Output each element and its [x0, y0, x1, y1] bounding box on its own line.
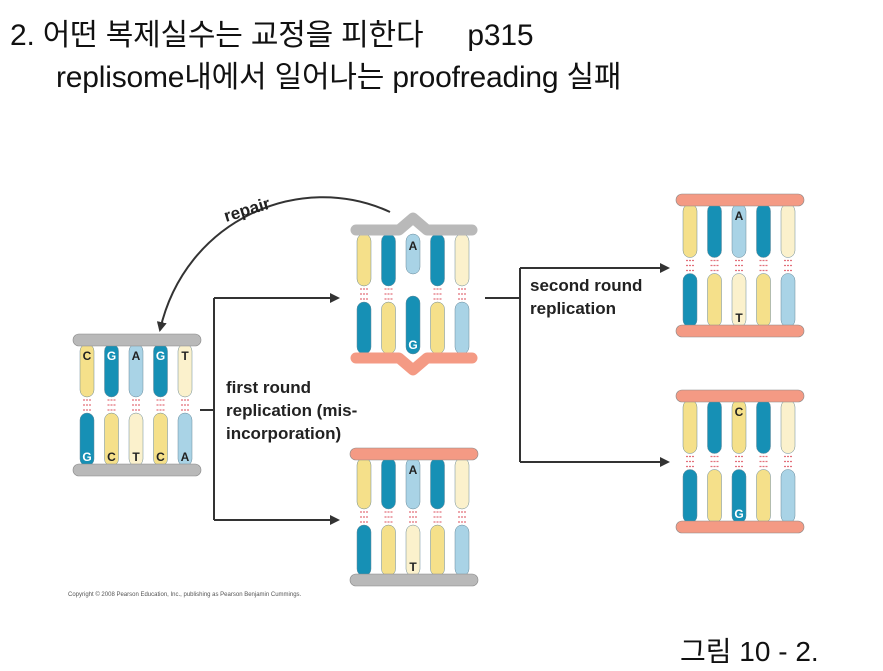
first-round-label-line3: incorporation)	[226, 424, 341, 443]
base-letter-top: T	[181, 349, 189, 363]
base-bottom	[381, 301, 396, 355]
repair-label: repair	[222, 194, 273, 226]
first-round-label: first round replication (mis- incorporat…	[226, 378, 362, 443]
first-round-label-line1: first round	[226, 378, 311, 397]
base-top	[707, 203, 722, 258]
base-top	[780, 203, 796, 258]
base-bottom	[454, 524, 470, 577]
backbone-top	[675, 193, 805, 207]
second-round-bracket	[485, 267, 668, 463]
base-letter-bottom: G	[734, 507, 743, 521]
dna-mutant-g-copy: CG	[682, 399, 796, 524]
second-round-label-line1: second round	[530, 276, 642, 295]
base-letter-top: A	[409, 239, 418, 253]
base-bottom	[430, 301, 445, 355]
base-letter-bottom: C	[107, 450, 116, 464]
base-letter-bottom: T	[409, 560, 417, 574]
base-top	[405, 233, 421, 275]
backbone-bottom	[72, 463, 202, 477]
base-top	[682, 203, 698, 258]
backbone-bottom	[675, 520, 805, 534]
base-letter-top: A	[735, 209, 744, 223]
base-letter-top: G	[156, 349, 165, 363]
dna-correct-daughter: AT	[356, 457, 470, 577]
base-bottom	[356, 524, 372, 577]
base-top	[454, 457, 470, 510]
base-letter-bottom: C	[156, 450, 165, 464]
base-top	[780, 399, 796, 454]
backbone-top	[349, 447, 479, 461]
base-top	[756, 399, 771, 454]
base-bottom	[356, 301, 372, 355]
base-letter-bottom: A	[181, 450, 190, 464]
backbone-top	[72, 333, 202, 347]
base-bottom	[430, 524, 445, 577]
backbone-top	[675, 389, 805, 403]
base-top	[430, 457, 445, 510]
base-letter-top: A	[132, 349, 141, 363]
base-top	[381, 457, 396, 510]
base-bottom	[454, 301, 470, 355]
base-bottom	[381, 524, 396, 577]
base-bottom	[707, 273, 722, 328]
dna-mismatch: AG	[350, 212, 478, 376]
base-bottom	[682, 273, 698, 328]
base-top	[381, 233, 396, 287]
base-letter-top: G	[107, 349, 116, 363]
base-top	[756, 203, 771, 258]
base-top	[356, 457, 372, 510]
base-letter-bottom: T	[735, 311, 743, 325]
backbone-top	[350, 212, 478, 236]
base-bottom	[756, 469, 771, 524]
slide-title-text: 2. 어떤 복제실수는 교정을 피한다	[10, 19, 424, 52]
base-bottom	[780, 469, 796, 524]
first-round-label-line2: replication (mis-	[226, 401, 357, 420]
backbone-bottom	[675, 324, 805, 338]
second-round-label: second round replication	[530, 276, 647, 318]
base-letter-bottom: G	[408, 338, 417, 352]
base-top	[356, 233, 372, 287]
backbone-bottom	[350, 352, 478, 376]
slide-title: 2. 어떤 복제실수는 교정을 피한다 p315	[10, 10, 534, 54]
dna-mutant-t-copy: AT	[682, 203, 796, 328]
base-letter-top: C	[735, 405, 744, 419]
base-letter-top: C	[83, 349, 92, 363]
figure-caption: 그림 10 - 2.	[680, 636, 819, 667]
base-top	[430, 233, 445, 287]
base-top	[682, 399, 698, 454]
slide-subtitle: replisome내에서 일어나는 proofreading 실패	[56, 61, 622, 94]
dna-original: C G G C A T G C T A	[79, 343, 193, 467]
second-round-label-line2: replication	[530, 299, 616, 318]
base-top	[707, 399, 722, 454]
copyright-notice: Copyright © 2008 Pearson Education, Inc.…	[68, 592, 302, 598]
page-reference: p315	[467, 19, 534, 52]
base-letter-top: A	[409, 463, 418, 477]
backbone-bottom	[349, 573, 479, 587]
base-top	[454, 233, 470, 287]
repair-arrow	[156, 196, 391, 332]
base-bottom	[405, 295, 421, 355]
base-letter-bottom: G	[82, 450, 91, 464]
base-bottom	[682, 469, 698, 524]
first-round-bracket	[200, 297, 338, 521]
base-letter-bottom: T	[132, 450, 140, 464]
base-bottom	[780, 273, 796, 328]
base-bottom	[756, 273, 771, 328]
base-bottom	[707, 469, 722, 524]
